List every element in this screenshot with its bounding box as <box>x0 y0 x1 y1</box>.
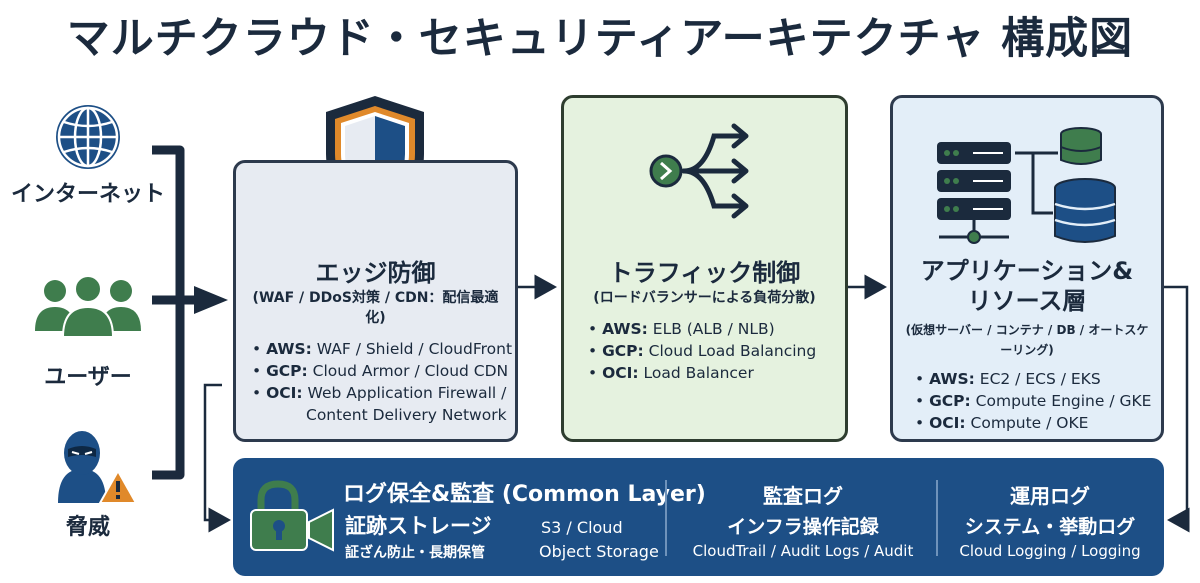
actor-label: ユーザー <box>44 365 132 390</box>
provider-list: • AWS: WAF / Shield / CloudFront • GCP: … <box>246 338 513 426</box>
actor-threat: 脅威 <box>3 425 173 541</box>
panel-title: エッジ防御 <box>315 259 436 287</box>
audit-log-subtitle: インフラ操作記録 <box>727 516 879 538</box>
storage-service-2: Object Storage <box>539 542 659 561</box>
threat-hacker-icon <box>58 431 138 504</box>
panel-subtitle: (WAF / DDoS対策 / CDN：配信最適化) <box>252 290 499 326</box>
traffic-control-panel: トラフィック制御 (ロードバランサーによる負荷分散) • AWS: ELB (A… <box>561 95 848 442</box>
storage-service-1: S3 / Cloud <box>541 518 623 537</box>
actor-internet: インターネット <box>3 102 173 208</box>
list-item-continuation: Content Delivery Network <box>246 404 507 426</box>
list-item: • GCP: Cloud Load Balancing <box>588 342 817 360</box>
list-item: • AWS: WAF / Shield / CloudFront <box>252 340 513 358</box>
panel-subtitle: (仮想サーバー / コンテナ / DB / オートスケーリング) <box>905 323 1149 357</box>
service-names: Cloud Armor / Cloud CDN <box>307 362 509 380</box>
storage-subtitle: 証ざん防止・長期保管 <box>345 545 485 561</box>
divider <box>665 480 667 556</box>
ops-log-title: 運用ログ <box>1010 484 1090 508</box>
storage-title: 証跡ストレージ <box>345 514 492 538</box>
provider-name: AWS: <box>266 340 312 358</box>
audit-log-services: CloudTrail / Audit Logs / Audit <box>692 542 914 560</box>
actor-label: 脅威 <box>65 515 110 540</box>
panel-title-line2: リソース層 <box>967 287 1087 315</box>
service-names: WAF / Shield / CloudFront <box>311 340 513 358</box>
list-item: • AWS: EC2 / ECS / EKS <box>915 370 1101 388</box>
list-item: • OCI: Web Application Firewall / <box>252 384 507 402</box>
users-icon <box>35 275 141 337</box>
page-title: マルチクラウド・セキュリティアーキテクチャ 構成図 <box>66 14 1134 64</box>
panel-title: アプリケーション& <box>920 257 1134 285</box>
service-names: Compute / OKE <box>965 414 1089 432</box>
service-names: Cloud Load Balancing <box>643 342 817 360</box>
provider-name: GCP: <box>929 392 971 410</box>
divider <box>936 480 938 556</box>
ops-log-subtitle: システム・挙動ログ <box>964 516 1136 538</box>
list-item: • GCP: Cloud Armor / Cloud CDN <box>252 362 509 380</box>
service-names: Web Application Firewall / <box>302 384 507 402</box>
provider-name: OCI: <box>602 364 639 382</box>
ops-log-services: Cloud Logging / Logging <box>959 542 1141 560</box>
provider-name: GCP: <box>266 362 308 380</box>
service-names: Content Delivery Network <box>306 406 507 424</box>
server-database-icon <box>933 118 1123 252</box>
list-item: • AWS: ELB (ALB / NLB) <box>588 320 775 338</box>
actor-users: ユーザー <box>3 275 173 391</box>
panel-title: トラフィック制御 <box>608 259 801 287</box>
service-names: ELB (ALB / NLB) <box>647 320 775 338</box>
actor-label: インターネット <box>10 182 165 207</box>
common-layer-title: ログ保全&監査 (Common Layer) <box>343 482 706 507</box>
log-audit-common-layer: ログ保全&監査 (Common Layer) 証跡ストレージ 証ざん防止・長期保… <box>233 458 1164 576</box>
edge-defense-panel: エッジ防御 (WAF / DDoS対策 / CDN：配信最適化) • AWS: … <box>233 160 518 442</box>
lock-camera-icon <box>247 480 337 558</box>
provider-list: • AWS: ELB (ALB / NLB) • GCP: Cloud Load… <box>574 318 835 384</box>
load-balancer-icon <box>644 116 764 230</box>
application-resource-panel: アプリケーション& リソース層 (仮想サーバー / コンテナ / DB / オー… <box>890 95 1164 442</box>
list-item: • GCP: Compute Engine / GKE <box>915 392 1152 410</box>
service-names: Compute Engine / GKE <box>970 392 1152 410</box>
arrow-to-edge <box>194 286 228 314</box>
provider-name: OCI: <box>929 414 966 432</box>
provider-name: GCP: <box>602 342 644 360</box>
service-names: Load Balancer <box>638 364 754 382</box>
panel-subtitle: (ロードバランサーによる負荷分散) <box>593 290 816 306</box>
service-names: EC2 / ECS / EKS <box>974 370 1101 388</box>
provider-list: • AWS: EC2 / ECS / EKS • GCP: Compute En… <box>901 368 1153 434</box>
list-item: • OCI: Load Balancer <box>588 364 754 382</box>
provider-name: AWS: <box>929 370 975 388</box>
globe-icon <box>56 105 120 169</box>
list-item: • OCI: Compute / OKE <box>915 414 1089 432</box>
audit-log-title: 監査ログ <box>763 484 843 508</box>
provider-name: AWS: <box>602 320 648 338</box>
provider-name: OCI: <box>266 384 303 402</box>
